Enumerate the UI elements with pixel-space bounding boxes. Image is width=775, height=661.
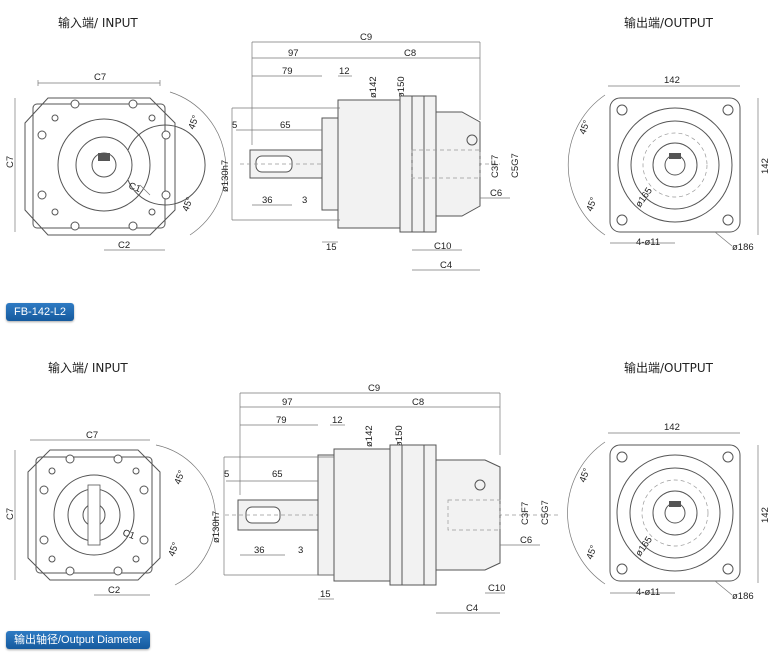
- output-angle-a-label-bottom: 45°: [577, 467, 592, 484]
- side-c4-label-bottom: C4: [466, 603, 478, 614]
- side-c8-label-bottom: C8: [412, 397, 424, 408]
- input-c7-top-label: C7: [94, 72, 106, 83]
- side-c3-label-bottom: C3F7: [520, 502, 531, 525]
- side-142-label-bottom: ø142: [364, 425, 375, 447]
- side-3-label: 3: [302, 195, 307, 206]
- output-142-side-label-bottom: 142: [760, 507, 771, 523]
- side-c4-label: C4: [440, 260, 452, 271]
- output-holes-label: 4-ø11: [636, 237, 660, 248]
- side-c10-label-bottom: C10: [488, 583, 505, 594]
- side-view-bottom: C9 97 C8 79 12 ø142 ø150: [211, 383, 560, 614]
- output-end-view-bottom: 142 142 45° 45° ø165 4-ø11 ø186: [567, 422, 771, 602]
- drawing-panel-top: 输入端/ INPUT 输出端/OUTPUT C7 C7: [0, 0, 775, 330]
- output-angle-b-label-bottom: 45°: [584, 544, 599, 561]
- side-c6-label-bottom: C6: [520, 535, 532, 546]
- side-150-label-bottom: ø150: [394, 425, 405, 447]
- output-angle-b-label: 45°: [584, 196, 599, 213]
- input-c1-label-bottom: C1: [121, 527, 136, 541]
- input-angle-a-label-bottom: 45°: [172, 469, 187, 486]
- input-c7-side-label-bottom: C7: [5, 508, 16, 520]
- input-angle-b-label: 45°: [180, 196, 195, 213]
- side-12-label-bottom: 12: [332, 415, 343, 426]
- side-c9-label: C9: [360, 32, 372, 43]
- input-heading: 输入端/ INPUT: [58, 16, 138, 30]
- side-12-label: 12: [339, 66, 350, 77]
- input-heading-bottom: 输入端/ INPUT: [48, 361, 128, 375]
- technical-drawing-bottom: C7 C7 45° 45° C1 C2: [5, 383, 771, 614]
- input-c7-side-label: C7: [5, 156, 16, 168]
- output-holes-label-bottom: 4-ø11: [636, 587, 660, 598]
- input-c2-label-bottom: C2: [108, 585, 120, 596]
- side-c10-label: C10: [434, 241, 451, 252]
- output-end-view: 142 142 45° 45° ø165 4-ø11 ø186: [567, 75, 771, 253]
- side-c9-label-bottom: C9: [368, 383, 380, 394]
- output-heading-bottom: 输出端/OUTPUT: [624, 361, 713, 375]
- output-diameter-badge: 输出轴径/Output Diameter: [6, 631, 150, 649]
- side-c5-label: C5G7: [510, 153, 521, 178]
- side-97-label-bottom: 97: [282, 397, 293, 408]
- input-angle-b-label-bottom: 45°: [166, 541, 181, 558]
- input-c1-label: C1: [127, 180, 142, 194]
- side-c3-label: C3F7: [490, 155, 501, 178]
- input-c2-label: C2: [118, 240, 130, 251]
- drawing-panel-bottom: 输入端/ INPUT 输出端/OUTPUT C7 C7 45°: [0, 345, 775, 661]
- side-5-label: 5: [232, 120, 237, 131]
- side-130-label-bottom: ø130h7: [211, 511, 222, 543]
- output-186-label: ø186: [732, 242, 754, 253]
- side-79-label-bottom: 79: [276, 415, 287, 426]
- model-badge: FB-142-L2: [6, 303, 74, 321]
- input-end-view-bottom: C7 C7 45° 45° C1 C2: [5, 430, 216, 596]
- output-142-side-label: 142: [760, 158, 771, 174]
- input-angle-a-label: 45°: [186, 114, 201, 131]
- side-3-label-bottom: 3: [298, 545, 303, 556]
- side-c6-label: C6: [490, 188, 502, 199]
- input-c7-top-label-bottom: C7: [86, 430, 98, 441]
- output-142-top-label-bottom: 142: [664, 422, 680, 433]
- side-36-label: 36: [262, 195, 273, 206]
- side-65-label: 65: [280, 120, 291, 131]
- side-130-label: ø130h7: [220, 160, 231, 192]
- side-36-label-bottom: 36: [254, 545, 265, 556]
- side-c8-label: C8: [404, 48, 416, 59]
- output-186-label-bottom: ø186: [732, 591, 754, 602]
- side-79-label: 79: [282, 66, 293, 77]
- side-15-label: 15: [326, 242, 337, 253]
- output-heading: 输出端/OUTPUT: [624, 16, 713, 30]
- input-end-view: C7 C7 45° 45° C1 C2: [5, 72, 227, 251]
- side-5-label-bottom: 5: [224, 469, 229, 480]
- output-angle-a-label: 45°: [577, 119, 592, 136]
- side-c5-label-bottom: C5G7: [540, 500, 551, 525]
- side-65-label-bottom: 65: [272, 469, 283, 480]
- technical-drawing-top: C7 C7 45° 45° C1 C2: [5, 32, 771, 271]
- output-142-top-label: 142: [664, 75, 680, 86]
- side-view: C9 97 C8 79 12 ø142 ø150: [220, 32, 521, 271]
- side-142-label: ø142: [368, 76, 379, 98]
- side-15-label-bottom: 15: [320, 589, 331, 600]
- side-97-label: 97: [288, 48, 299, 59]
- side-150-label: ø150: [396, 76, 407, 98]
